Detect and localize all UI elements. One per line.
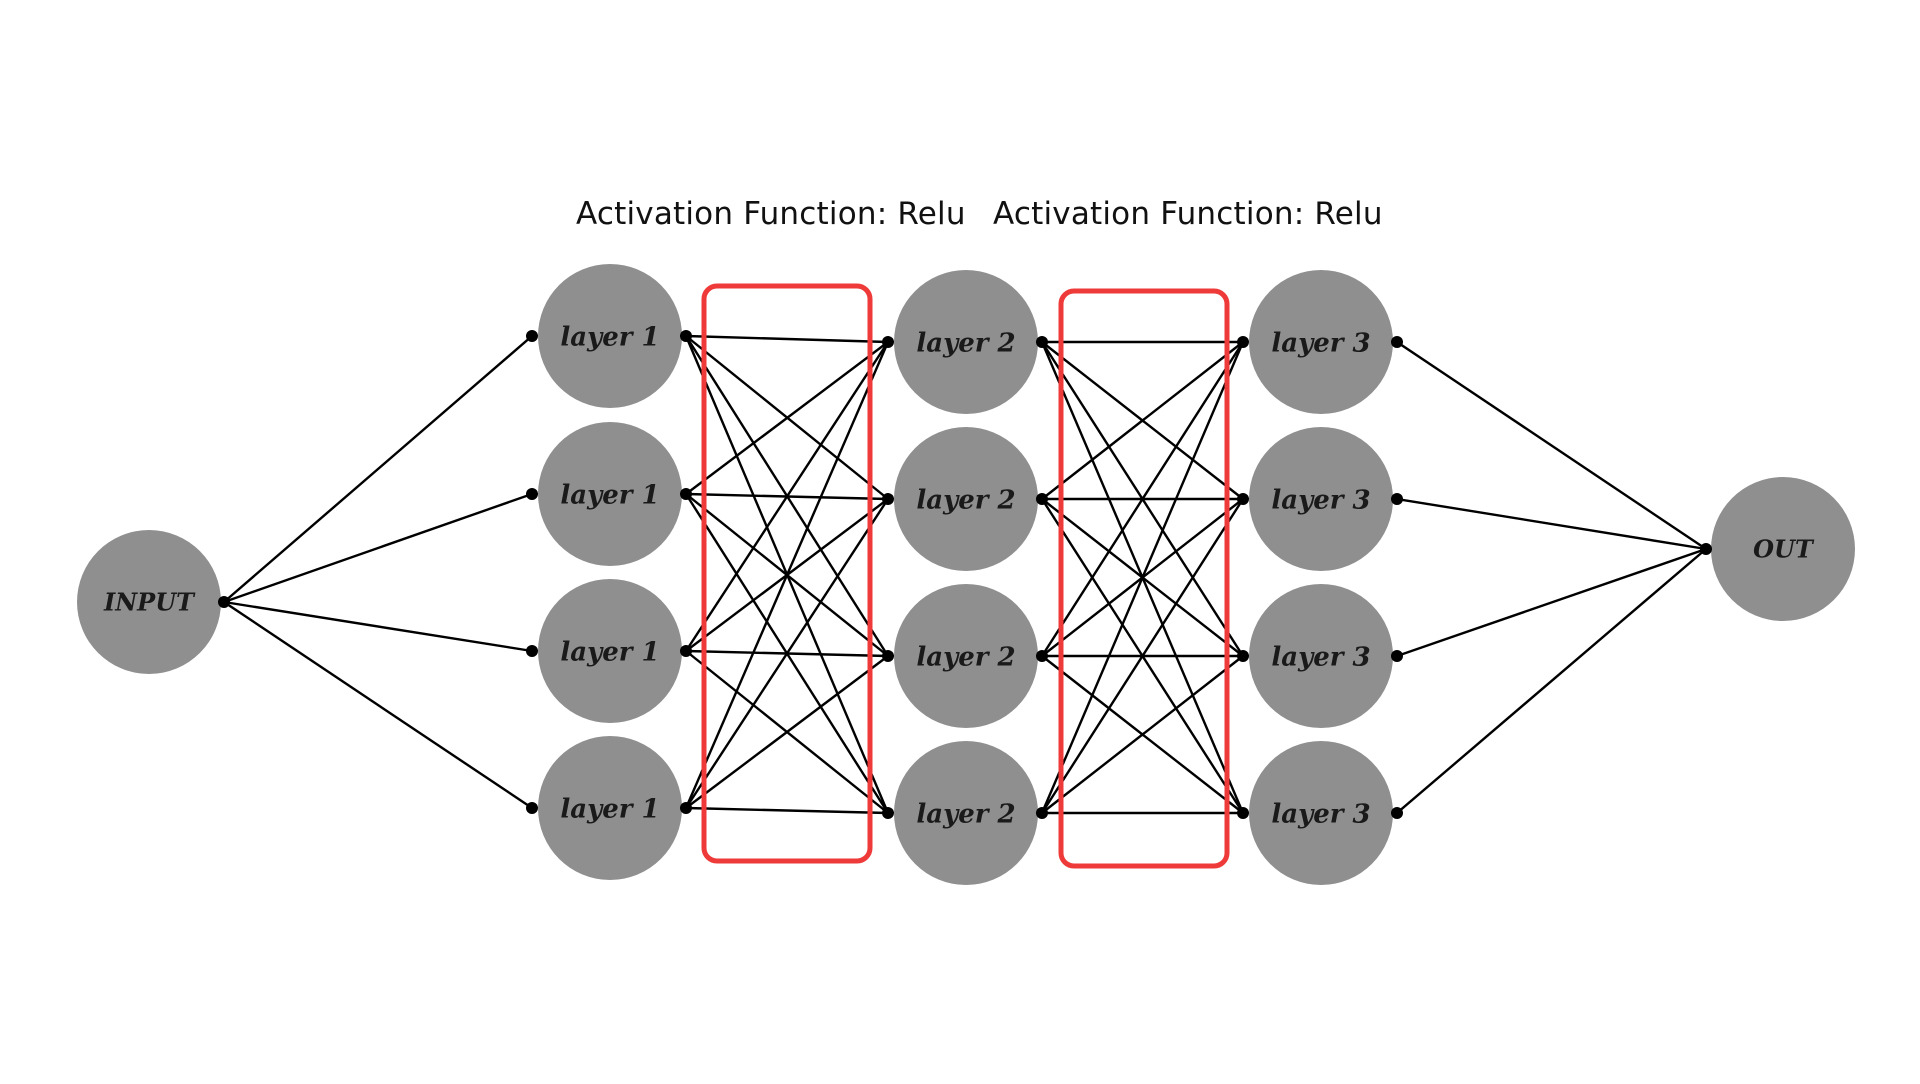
connection-edges — [223, 334, 1707, 815]
node-circle — [894, 270, 1038, 414]
node-layer1-4: layer 1 — [538, 736, 682, 880]
node-circle — [77, 530, 221, 674]
node-label: layer 2 — [916, 642, 1015, 672]
edge-layer3-2-to-output-1 — [1396, 497, 1707, 551]
edge-layer2-4-to-layer3-1 — [1040, 341, 1245, 814]
node-layer1-2: layer 1 — [538, 422, 682, 566]
port-dot-layer1-1-out — [680, 330, 692, 342]
port-dot-layer3-2-out — [1391, 493, 1403, 505]
activation-highlight-boxes — [701, 283, 1230, 869]
activation-box-2 — [1058, 288, 1230, 869]
port-dot-layer2-2-in — [882, 493, 894, 505]
port-dot-layer2-3-in — [882, 650, 894, 662]
node-circle — [1249, 741, 1393, 885]
activation-caption-1: Activation Function: Relu — [576, 196, 966, 232]
node-label: layer 1 — [560, 637, 659, 667]
node-layer2-2: layer 2 — [894, 427, 1038, 571]
node-label: layer 3 — [1271, 485, 1370, 515]
node-label: INPUT — [103, 588, 196, 617]
node-layer3-3: layer 3 — [1249, 584, 1393, 728]
connection-endpoints — [218, 330, 1712, 819]
node-label: layer 2 — [916, 485, 1015, 515]
node-layer2-3: layer 2 — [894, 584, 1038, 728]
edge-layer2-4-to-layer3-3 — [1041, 655, 1244, 814]
node-label: layer 3 — [1271, 328, 1370, 358]
port-dot-layer3-1-out — [1391, 336, 1403, 348]
node-label: layer 1 — [560, 794, 659, 824]
node-circle — [1249, 427, 1393, 571]
port-dot-layer2-1-out — [1036, 336, 1048, 348]
node-circle — [538, 736, 682, 880]
node-label: OUT — [1753, 535, 1815, 564]
activation-caption-2: Activation Function: Relu — [993, 196, 1383, 232]
node-input-1: INPUT — [77, 530, 221, 674]
node-layer2-1: layer 2 — [894, 270, 1038, 414]
port-dot-output-1-in — [1700, 543, 1712, 555]
node-circle — [894, 741, 1038, 885]
port-dot-layer2-4-out — [1036, 807, 1048, 819]
port-dot-layer1-4-out — [680, 802, 692, 814]
edge-layer2-2-to-layer3-1 — [1041, 341, 1244, 500]
port-dot-layer1-2-in — [526, 488, 538, 500]
node-layer3-2: layer 3 — [1249, 427, 1393, 571]
edge-layer1-4-to-layer2-3 — [685, 655, 889, 809]
port-dot-layer3-4-in — [1237, 807, 1249, 819]
port-dot-layer2-4-in — [882, 807, 894, 819]
node-layer3-4: layer 3 — [1249, 741, 1393, 885]
node-circle — [538, 264, 682, 408]
port-dot-input-1-out — [218, 596, 230, 608]
port-dot-layer1-1-in — [526, 330, 538, 342]
node-label: layer 2 — [916, 328, 1015, 358]
node-label: layer 2 — [916, 799, 1015, 829]
edge-layer2-3-to-layer3-1 — [1040, 341, 1245, 657]
edge-layer1-1-to-layer2-1 — [685, 334, 889, 344]
port-dot-layer1-2-out — [680, 488, 692, 500]
node-circle — [538, 422, 682, 566]
port-dot-layer3-3-out — [1391, 650, 1403, 662]
node-output-1: OUT — [1711, 477, 1855, 621]
node-label: layer 1 — [560, 322, 659, 352]
port-dot-layer3-2-in — [1237, 493, 1249, 505]
port-dot-layer3-1-in — [1237, 336, 1249, 348]
node-circle — [894, 584, 1038, 728]
edge-layer3-4-to-output-1 — [1396, 548, 1707, 814]
node-circle — [1249, 270, 1393, 414]
port-dot-layer3-4-out — [1391, 807, 1403, 819]
edge-layer1-4-to-layer2-2 — [684, 498, 890, 809]
node-circle — [1711, 477, 1855, 621]
node-layer1-1: layer 1 — [538, 264, 682, 408]
node-label: layer 3 — [1271, 799, 1370, 829]
port-dot-layer2-2-out — [1036, 493, 1048, 505]
port-dot-layer3-3-in — [1237, 650, 1249, 662]
port-dot-layer1-3-out — [680, 645, 692, 657]
edge-input-1-to-layer1-2 — [223, 492, 533, 604]
edge-layer1-2-to-layer2-1 — [685, 341, 889, 495]
edge-layer1-3-to-layer2-1 — [684, 341, 890, 652]
edge-input-1-to-layer1-3 — [223, 600, 533, 653]
edge-input-1-to-layer1-4 — [223, 601, 533, 809]
port-dot-layer1-4-in — [526, 802, 538, 814]
node-circle — [894, 427, 1038, 571]
node-label: layer 1 — [560, 480, 659, 510]
edge-layer3-3-to-output-1 — [1396, 547, 1707, 658]
node-label: layer 3 — [1271, 642, 1370, 672]
node-circle — [538, 579, 682, 723]
port-dot-layer2-1-in — [882, 336, 894, 348]
network-nodes: INPUT layer 1 layer 1 layer 1 layer 1 layer 2… — [77, 264, 1855, 885]
edge-layer1-4-to-layer2-1 — [684, 341, 890, 809]
activation-box-1 — [701, 283, 873, 864]
node-circle — [1249, 584, 1393, 728]
node-layer3-1: layer 3 — [1249, 270, 1393, 414]
port-dot-layer1-3-in — [526, 645, 538, 657]
node-layer2-4: layer 2 — [894, 741, 1038, 885]
edge-layer2-4-to-layer3-2 — [1040, 498, 1245, 814]
edge-layer1-4-to-layer2-4 — [685, 806, 889, 815]
node-layer1-3: layer 1 — [538, 579, 682, 723]
edge-input-1-to-layer1-1 — [223, 335, 533, 603]
edge-layer3-1-to-output-1 — [1396, 341, 1707, 550]
port-dot-layer2-3-out — [1036, 650, 1048, 662]
